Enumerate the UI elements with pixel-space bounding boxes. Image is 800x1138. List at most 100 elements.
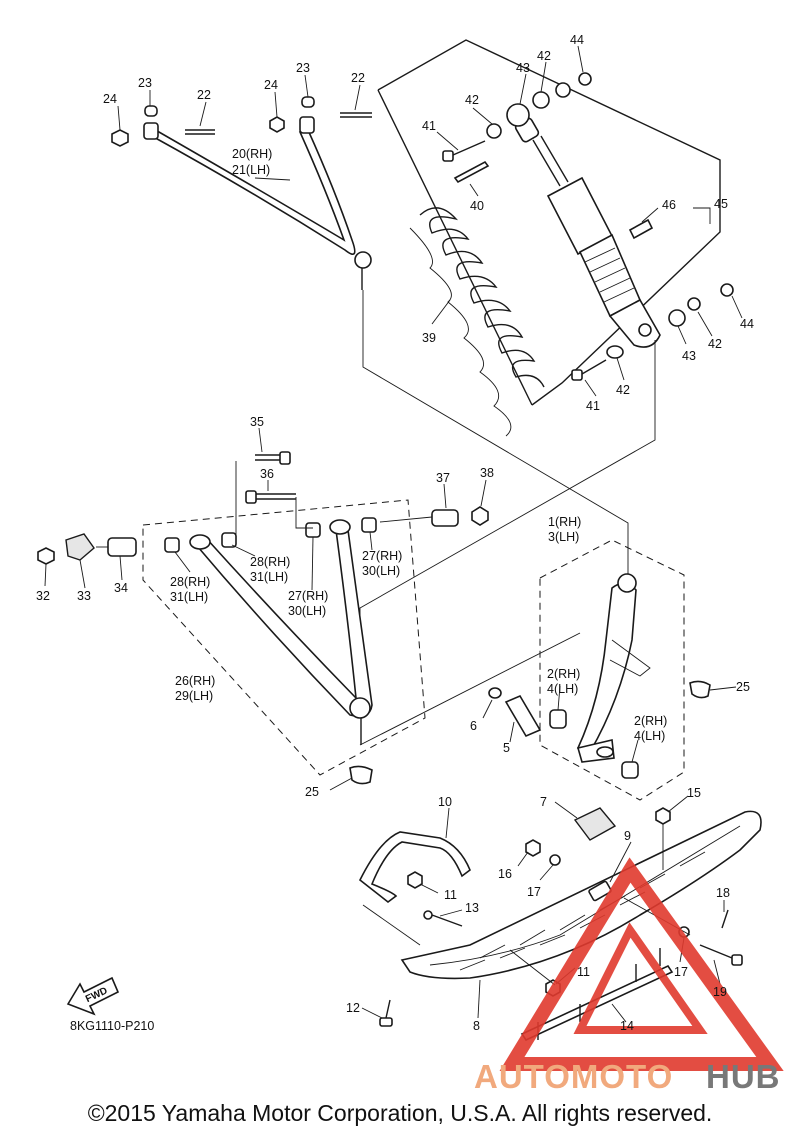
shock-absorber	[514, 117, 661, 348]
callout-11-upper: 11	[444, 888, 457, 902]
collar-42-left	[486, 123, 502, 139]
callout-14: 14	[620, 1019, 634, 1033]
callout-4-upper: 4(LH)	[547, 682, 578, 696]
nut-44-lower	[720, 283, 734, 297]
callout-10: 10	[438, 795, 452, 809]
callout-27-left: 27(RH)	[288, 589, 328, 603]
bolt-12	[379, 999, 393, 1027]
callout-24-right: 24	[264, 78, 278, 92]
nut-24-left	[111, 129, 129, 147]
nut-25-upper	[689, 680, 711, 699]
callout-1: 1(RH)	[548, 515, 581, 529]
callout-42-lower: 42	[708, 337, 722, 351]
callout-44-lower: 44	[740, 317, 754, 331]
ski	[400, 810, 762, 980]
callout-22-right: 22	[351, 71, 365, 85]
pin-18	[721, 909, 729, 929]
callout-44-top: 44	[570, 33, 584, 47]
callout-8: 8	[473, 1019, 480, 1033]
callout-43-top: 43	[516, 61, 530, 75]
lower-a-arm-assembly	[37, 451, 489, 785]
shock-absorber-assembly	[377, 39, 734, 437]
callout-4-lower: 4(LH)	[634, 729, 665, 743]
collar-5	[504, 694, 542, 738]
callout-3: 3(LH)	[548, 530, 579, 544]
bushing-2-upper	[549, 709, 567, 729]
nut-44-top	[578, 72, 592, 86]
callout-41-top: 41	[422, 119, 436, 133]
washer-17-left	[549, 854, 561, 866]
bushing-43	[506, 103, 530, 127]
callout-35: 35	[250, 415, 264, 429]
nut-38	[471, 506, 489, 526]
bracket-33	[65, 533, 95, 561]
reference-code: 8KG1110-P210	[70, 1019, 154, 1033]
ski-handle-10	[358, 831, 471, 904]
callout-labels: 24 23 22 24 23 22 20(RH) 21(LH) 41 42 43…	[36, 33, 754, 1033]
callout-27-right: 27(RH)	[362, 549, 402, 563]
callout-20: 20(RH)	[232, 147, 272, 161]
callout-23-left: 23	[138, 76, 152, 90]
callout-12: 12	[346, 1001, 360, 1015]
nut-25-lower	[349, 765, 373, 785]
callout-32: 32	[36, 589, 50, 603]
callout-21: 21(LH)	[232, 163, 270, 177]
callout-43-lower: 43	[682, 349, 696, 363]
forward-arrow-icon: FWD	[66, 976, 120, 1016]
bolt-35	[255, 451, 291, 465]
callout-31-left: 31(LH)	[170, 590, 208, 604]
callout-38: 38	[480, 466, 494, 480]
callout-42-upper: 42	[537, 49, 551, 63]
callout-37: 37	[436, 471, 450, 485]
callout-23-right: 23	[296, 61, 310, 75]
copyright-footer: ©2015 Yamaha Motor Corporation, U.S.A. A…	[87, 1100, 713, 1126]
watermark-text-part2: HUB	[706, 1058, 781, 1095]
callout-46: 46	[662, 198, 676, 212]
callout-41-bottom: 41	[586, 399, 600, 413]
nut-15	[655, 807, 671, 825]
callout-30-left: 30(LH)	[288, 604, 326, 618]
callout-25-upper: 25	[736, 680, 750, 694]
callout-29: 29(LH)	[175, 689, 213, 703]
callout-34: 34	[114, 581, 128, 595]
callout-11-lower: 11	[577, 965, 590, 979]
callout-45: 45	[714, 197, 728, 211]
callout-9: 9	[624, 829, 631, 843]
callout-36: 36	[260, 467, 274, 481]
washer-6	[488, 687, 502, 699]
nut-16	[525, 839, 541, 857]
callout-28-left: 28(RH)	[170, 575, 210, 589]
leader-lines	[44, 45, 743, 1023]
callout-2-upper: 2(RH)	[547, 667, 580, 681]
bushing-23-left	[144, 105, 158, 117]
bolt-41-bottom	[571, 359, 607, 381]
callout-18: 18	[716, 886, 730, 900]
nut-11-upper	[407, 871, 423, 889]
callout-40: 40	[470, 199, 484, 213]
callout-5: 5	[503, 741, 510, 755]
bushing-23-right	[301, 96, 315, 108]
bolt-19	[699, 944, 743, 966]
bolt-36	[245, 490, 296, 504]
collar-42-lower	[687, 297, 701, 311]
callout-33: 33	[77, 589, 91, 603]
damper-7	[573, 807, 617, 841]
pin-46	[628, 218, 654, 240]
callout-24-left: 24	[103, 92, 117, 106]
callout-2-lower: 2(RH)	[634, 714, 667, 728]
callout-28-right: 28(RH)	[250, 555, 290, 569]
callout-31-right: 31(LH)	[250, 570, 288, 584]
callout-15: 15	[687, 786, 701, 800]
callout-7: 7	[540, 795, 547, 809]
watermark-text-part1: AUTOMOTO	[474, 1058, 673, 1095]
bushing-2-lower	[621, 761, 639, 779]
bolt-22-right	[340, 112, 372, 118]
washer-42-top	[555, 82, 571, 98]
callout-42-bottom: 42	[616, 383, 630, 397]
collar-34	[107, 537, 137, 557]
nut-32	[37, 547, 55, 565]
callout-25-lower: 25	[305, 785, 319, 799]
callout-16: 16	[498, 867, 512, 881]
pin-40	[453, 160, 490, 184]
